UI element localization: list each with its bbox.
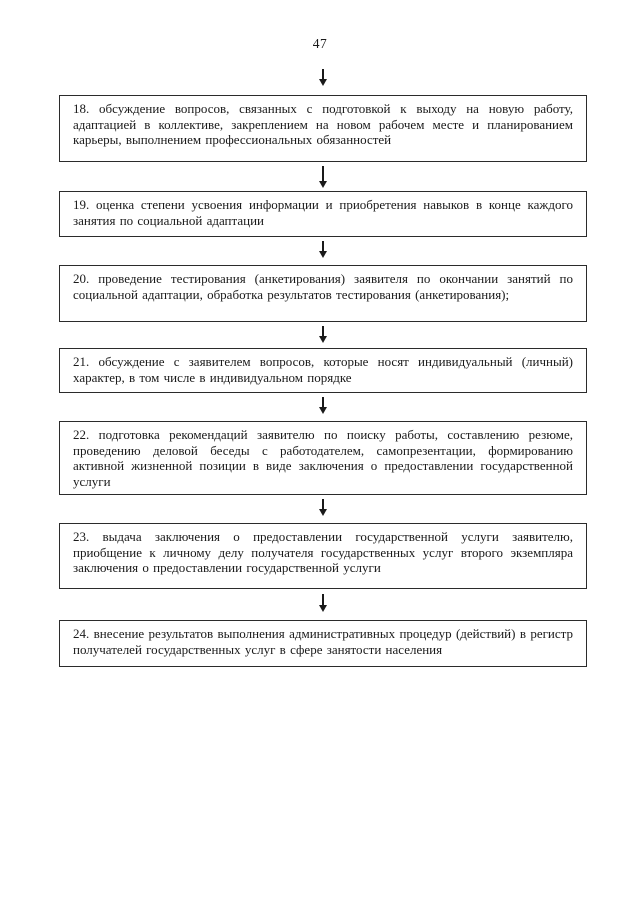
flow-step-22: 22. подготовка рекомендаций заявителю по…	[59, 421, 587, 495]
arrow-head	[319, 251, 327, 258]
arrow-head	[319, 336, 327, 343]
arrow-shaft	[322, 326, 324, 336]
flow-step-text: 21. обсуждение с заявителем вопросов, ко…	[73, 354, 573, 385]
flow-step-20: 20. проведение тестирования (анкетирован…	[59, 265, 587, 322]
flow-step-21: 21. обсуждение с заявителем вопросов, ко…	[59, 348, 587, 393]
down-arrow-icon	[317, 241, 329, 258]
arrow-head	[319, 181, 327, 188]
flow-step-text: 18. обсуждение вопросов, связанных с под…	[73, 101, 573, 148]
arrow-head	[319, 79, 327, 86]
down-arrow-icon	[317, 499, 329, 516]
flow-step-text: 23. выдача заключения о предоставлении г…	[73, 529, 573, 576]
down-arrow-icon	[317, 397, 329, 414]
flow-step-text: 24. внесение результатов выполнения адми…	[73, 626, 573, 657]
arrow-shaft	[322, 69, 324, 79]
flow-step-23: 23. выдача заключения о предоставлении г…	[59, 523, 587, 589]
flow-step-18: 18. обсуждение вопросов, связанных с под…	[59, 95, 587, 162]
down-arrow-icon	[317, 326, 329, 343]
arrow-shaft	[322, 594, 324, 605]
flow-step-text: 19. оценка степени усвоения информации и…	[73, 197, 573, 228]
flow-step-text: 20. проведение тестирования (анкетирован…	[73, 271, 573, 302]
arrow-head	[319, 407, 327, 414]
arrow-head	[319, 605, 327, 612]
flow-step-text: 22. подготовка рекомендаций заявителю по…	[73, 427, 573, 489]
arrow-shaft	[322, 166, 324, 181]
arrow-shaft	[322, 241, 324, 251]
arrow-shaft	[322, 499, 324, 509]
down-arrow-icon	[317, 166, 329, 188]
arrow-head	[319, 509, 327, 516]
down-arrow-icon	[317, 594, 329, 612]
down-arrow-icon	[317, 69, 329, 86]
arrow-shaft	[322, 397, 324, 407]
flow-step-19: 19. оценка степени усвоения информации и…	[59, 191, 587, 237]
flow-step-24: 24. внесение результатов выполнения адми…	[59, 620, 587, 667]
page-number: 47	[312, 36, 328, 51]
